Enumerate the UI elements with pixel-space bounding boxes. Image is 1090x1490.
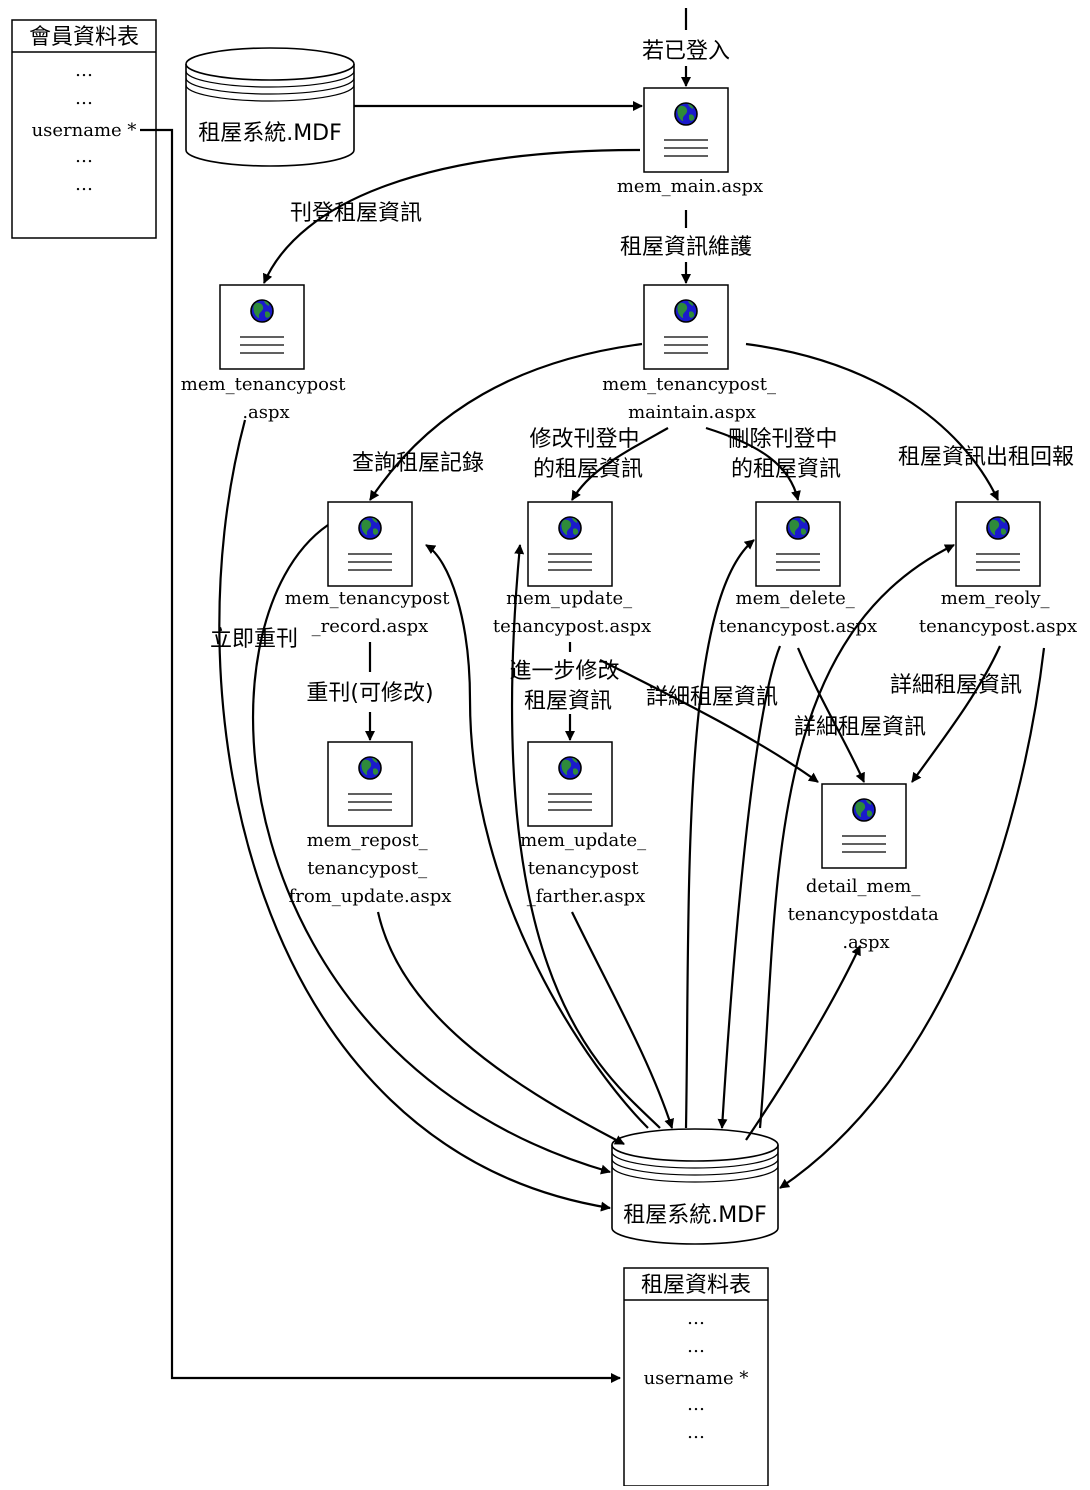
database-bottom: 租屋系統.MDF: [611, 1128, 779, 1245]
member-table: 會員資料表 … … username * … …: [11, 19, 157, 239]
page-name-delete: mem_delete_ tenancypost.aspx: [719, 588, 877, 637]
page-icon-record: [327, 501, 413, 587]
rental-table-row: username *: [644, 1368, 749, 1389]
entry-label: 若已登入: [642, 39, 730, 64]
page-icon-mem-main: [643, 87, 729, 173]
page-name-reply: mem_reoly_ tenancypost.aspx: [919, 588, 1077, 637]
rental-table-title: 租屋資料表: [641, 1273, 751, 1298]
label-repost-edit: 重刊(可修改): [306, 681, 433, 706]
member-table-title: 會員資料表: [29, 25, 139, 50]
database-bottom-label: 租屋系統.MDF: [623, 1203, 767, 1228]
page-icon-farther: [527, 741, 613, 827]
page-name-update: mem_update_ tenancypost.aspx: [493, 588, 651, 637]
rental-table-row: …: [687, 1308, 705, 1329]
member-table-row: …: [75, 88, 93, 109]
page-name-tenancypost: mem_tenancypost .aspx: [181, 374, 351, 423]
label-maintain-info: 租屋資訊維護: [620, 235, 752, 260]
label-post-info: 刊登租屋資訊: [290, 201, 422, 226]
connectors: [140, 8, 1046, 1383]
label-detail-a: 詳細租屋資訊: [646, 685, 778, 710]
rental-table-row: …: [687, 1394, 705, 1415]
member-table-row: …: [75, 174, 93, 195]
rental-table: 租屋資料表 … … username * … …: [623, 1267, 769, 1487]
page-name-detail: detail_mem_ tenancypostdata .aspx: [788, 876, 945, 953]
database-top-label: 租屋系統.MDF: [198, 121, 342, 146]
label-further-edit: 進一步修改 租屋資訊: [509, 659, 626, 714]
label-detail-c: 詳細租屋資訊: [890, 673, 1022, 698]
label-repost-now: 立即重刊: [210, 627, 298, 652]
rental-table-row: …: [687, 1336, 705, 1357]
page-icon-detail: [821, 783, 907, 869]
page-name-record: mem_tenancypost _record.aspx: [285, 588, 455, 637]
page-icon-reply: [955, 501, 1041, 587]
member-table-row: …: [75, 146, 93, 167]
rental-table-row: …: [687, 1422, 705, 1443]
page-icon-update: [527, 501, 613, 587]
page-name-repost: mem_repost_ tenancypost_ from_update.asp…: [289, 830, 452, 907]
label-edit-posted: 修改刊登中 的租屋資訊: [529, 427, 646, 482]
label-detail-b: 詳細租屋資訊: [794, 715, 926, 740]
database-top: 租屋系統.MDF: [185, 47, 355, 167]
label-delete-posted: 刪除刊登中 的租屋資訊: [727, 427, 844, 482]
page-icon-tenancypost: [219, 284, 305, 370]
member-table-row: username *: [32, 120, 137, 141]
page-name-farther: mem_update_ tenancypost _farther.aspx: [520, 830, 652, 907]
page-icon-delete: [755, 501, 841, 587]
page-icon-maintain: [643, 284, 729, 370]
label-report-rented: 租屋資訊出租回報: [898, 445, 1074, 470]
page-icon-repost: [327, 741, 413, 827]
member-table-row: …: [75, 60, 93, 81]
page-name-mem-main: mem_main.aspx: [617, 176, 763, 197]
page-name-maintain: mem_tenancypost_ maintain.aspx: [602, 374, 781, 423]
label-query-records: 查詢租屋記錄: [352, 451, 484, 476]
